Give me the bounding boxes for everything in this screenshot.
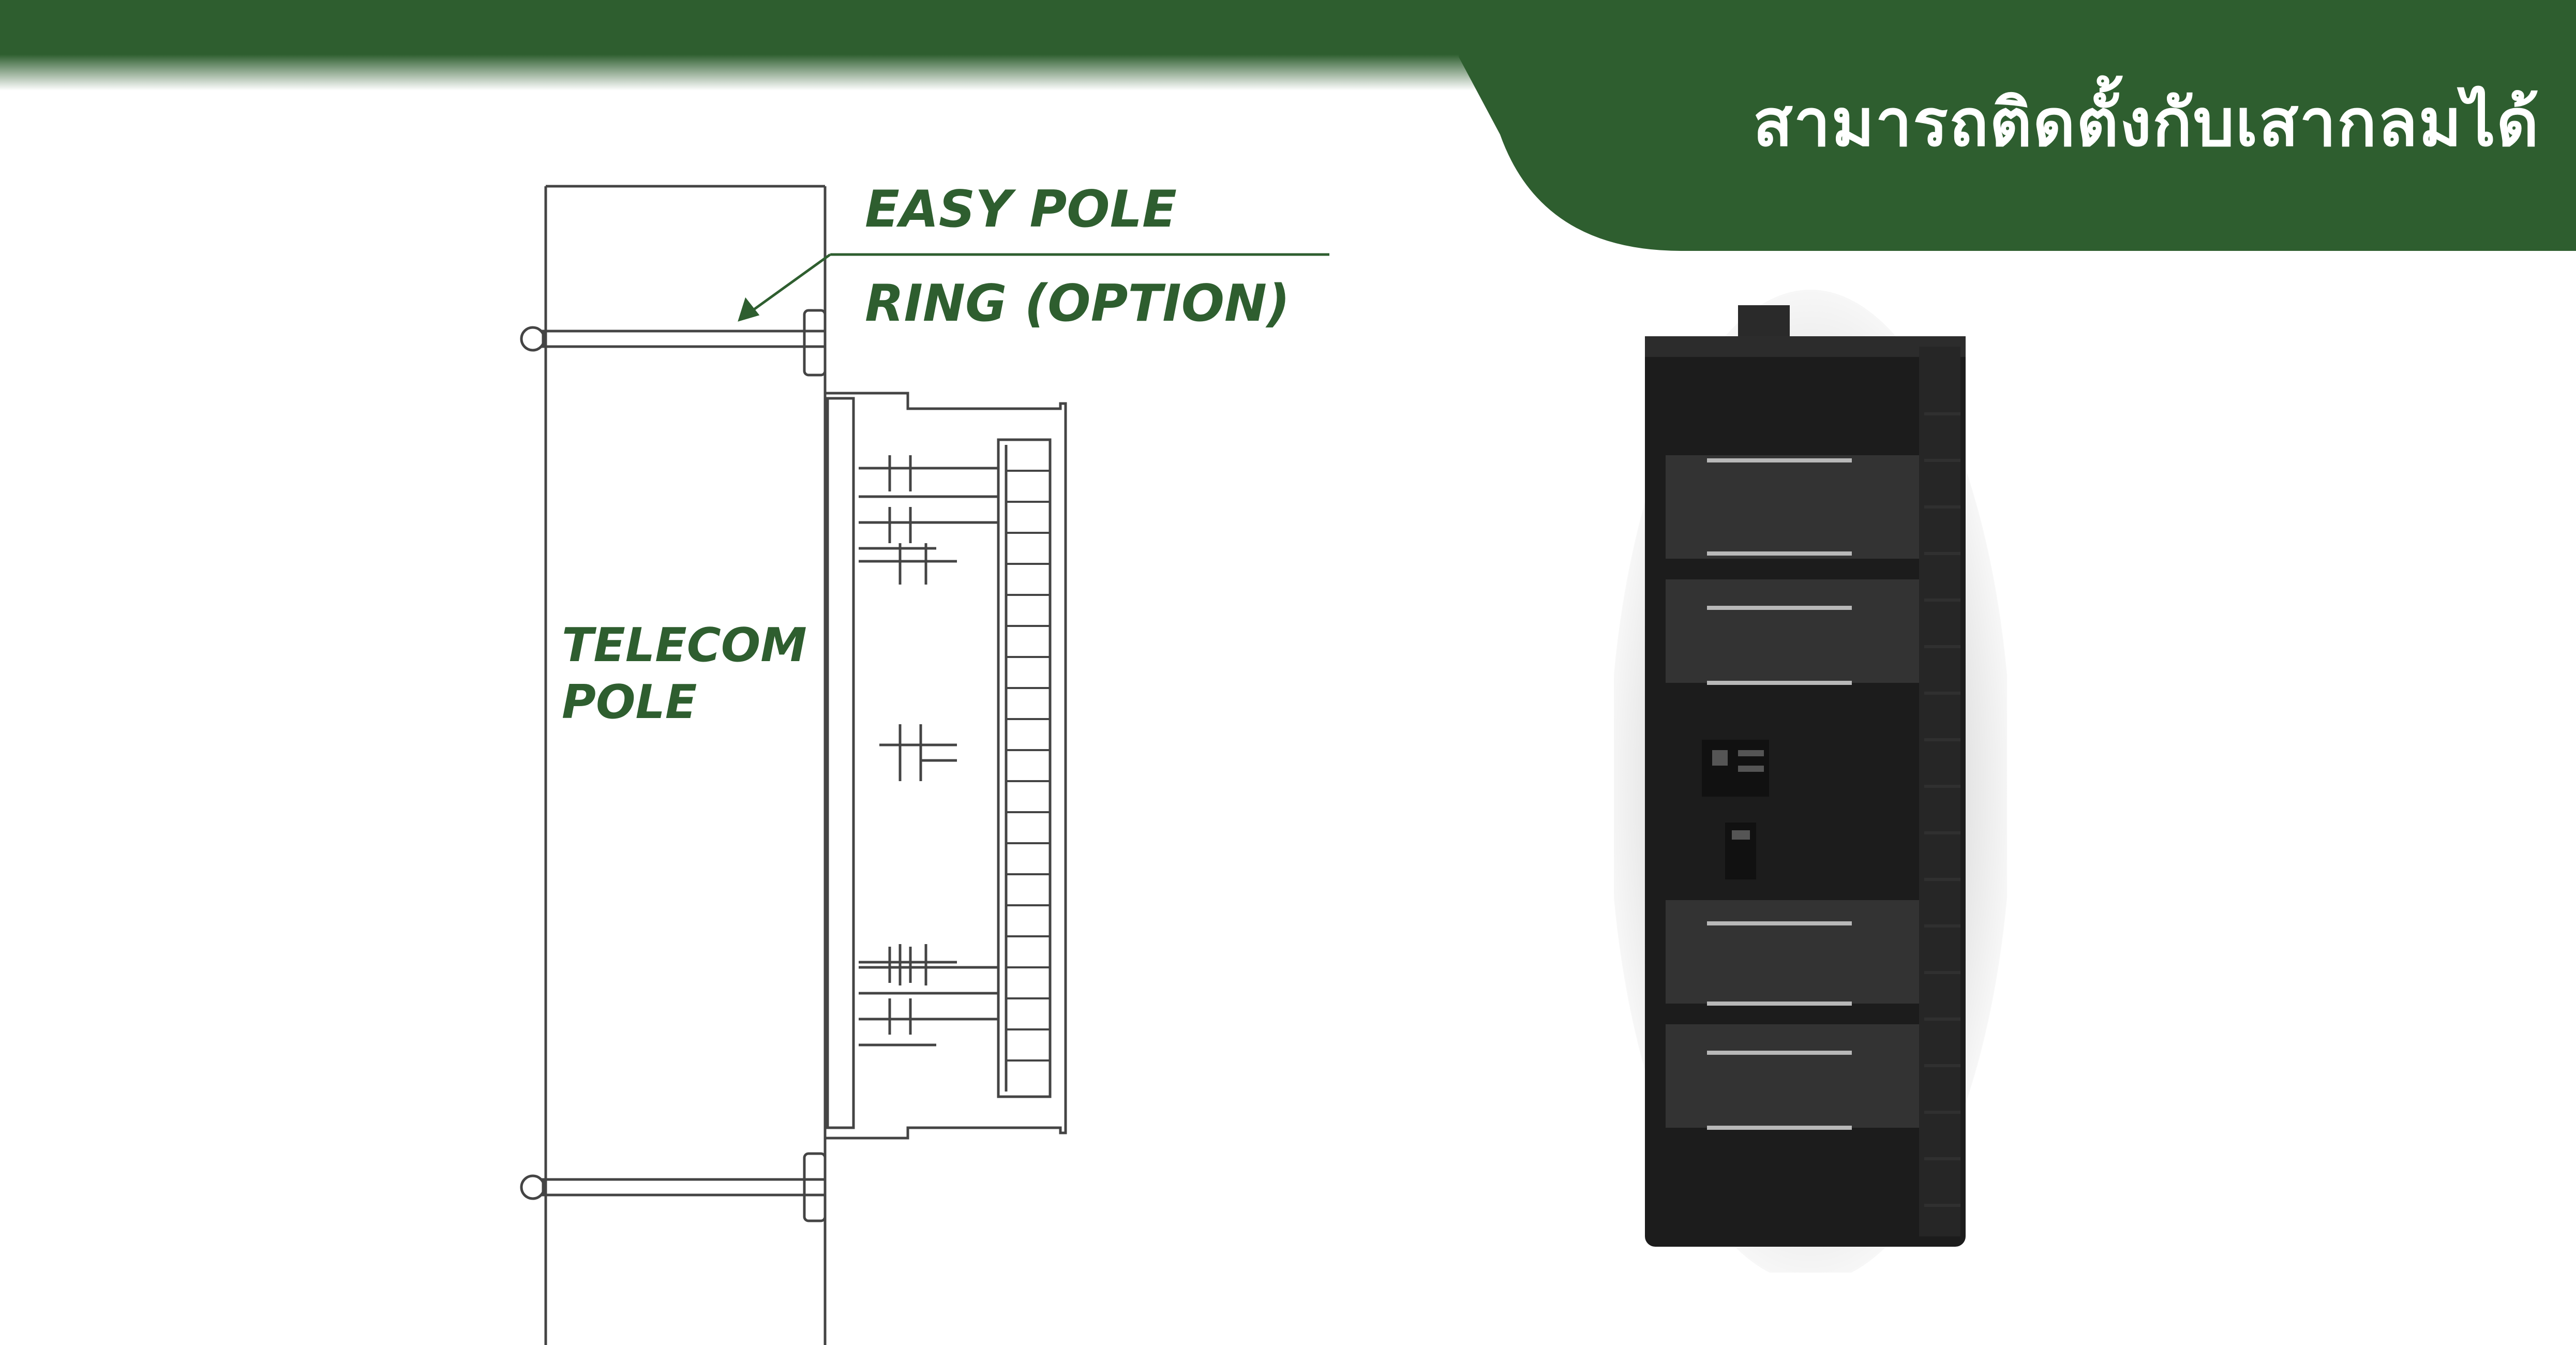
label-telecom: TELECOM bbox=[562, 618, 807, 673]
enclosure-body bbox=[1645, 305, 1966, 1247]
telecom-pole bbox=[544, 185, 827, 1345]
easy-pole-ring-top bbox=[520, 309, 827, 377]
product-photo bbox=[1614, 290, 2007, 1273]
easy-pole-ring-bottom bbox=[520, 1152, 827, 1222]
label-ring-option: RING (OPTION) bbox=[865, 274, 1290, 333]
page-title: สามารถติดตั้งกับเสากลมได้ bbox=[1753, 85, 2540, 161]
header-band bbox=[0, 0, 2576, 251]
label-easy-pole: EASY POLE bbox=[865, 180, 1177, 239]
label-pole: POLE bbox=[562, 675, 697, 729]
enclosure-profile bbox=[825, 392, 1067, 1140]
callout-leader bbox=[738, 253, 1329, 322]
mounting-diagram bbox=[520, 185, 1329, 1345]
